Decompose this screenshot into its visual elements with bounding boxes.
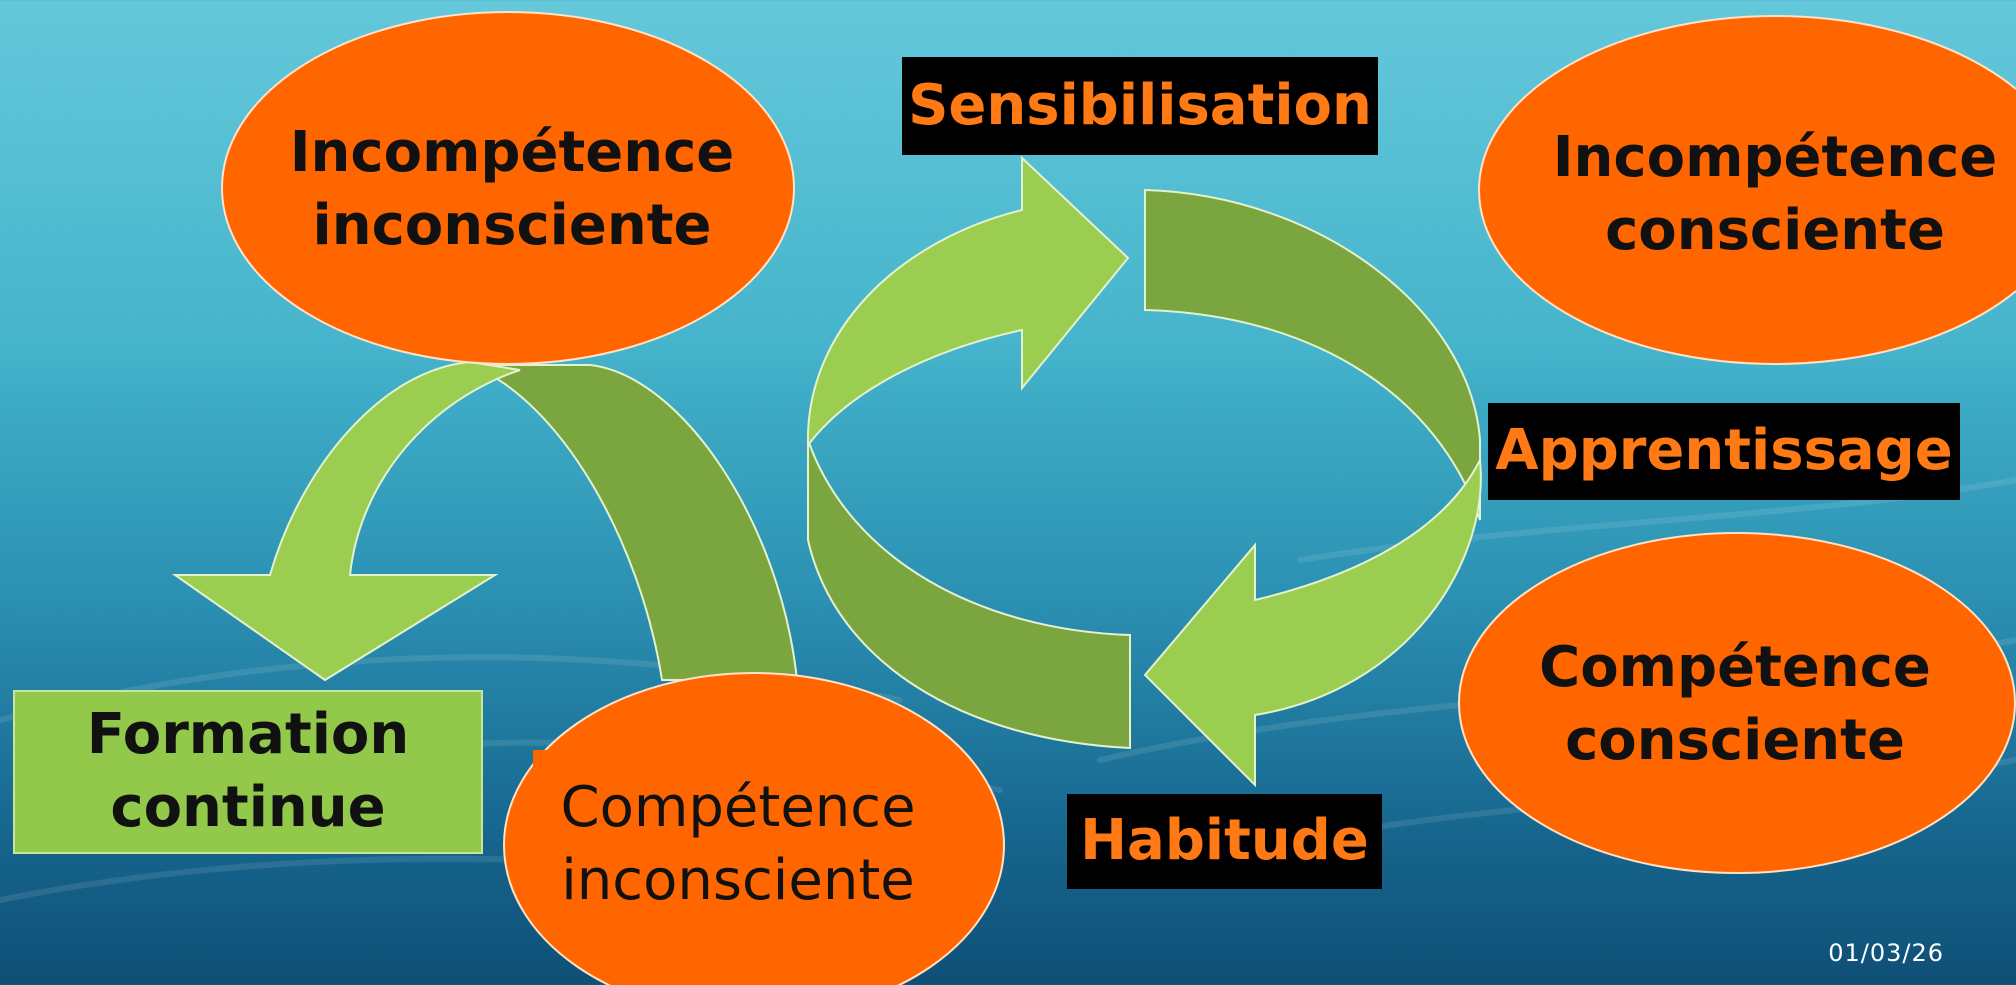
state-conscious-incompetence: Incompétence consciente xyxy=(1520,115,2016,275)
state-ellipse-unconscious-incompetence xyxy=(221,11,795,365)
state-ellipse-conscious-competence xyxy=(1458,532,2016,874)
continuing-education-label: Formation continue xyxy=(86,702,410,840)
state-unconscious-incompetence: Incompétence inconsciente xyxy=(262,110,762,270)
tag-learning: Apprentissage xyxy=(1488,403,1960,500)
tag-label: Habitude xyxy=(1080,808,1369,874)
continuing-band xyxy=(469,364,799,681)
cycle-arrow-awareness xyxy=(806,155,1130,448)
continuing-arrow xyxy=(171,360,521,682)
state-accent-square xyxy=(533,750,563,922)
continuing-education-box: Formation continue xyxy=(13,690,483,854)
tag-habit: Habitude xyxy=(1067,794,1382,889)
state-label: Compétence consciente xyxy=(1539,635,1931,773)
cycle-arrow-habit xyxy=(1143,456,1482,788)
state-label: Incompétence consciente xyxy=(1552,125,1998,263)
state-conscious-competence: Compétence consciente xyxy=(1495,625,1975,785)
state-unconscious-competence: Compétence inconsciente xyxy=(548,765,928,925)
state-ellipse-conscious-incompetence xyxy=(1478,15,2016,365)
state-ellipse-unconscious-competence xyxy=(503,672,1005,985)
tag-label: Sensibilisation xyxy=(908,72,1372,138)
slide-date: 01/03/26 xyxy=(1828,939,1944,967)
state-label: Incompétence inconsciente xyxy=(289,120,735,258)
state-label: Compétence inconsciente xyxy=(560,775,916,913)
cycle-band-left xyxy=(807,439,1131,750)
tag-awareness: Sensibilisation xyxy=(902,57,1378,155)
tag-label: Apprentissage xyxy=(1495,418,1953,484)
